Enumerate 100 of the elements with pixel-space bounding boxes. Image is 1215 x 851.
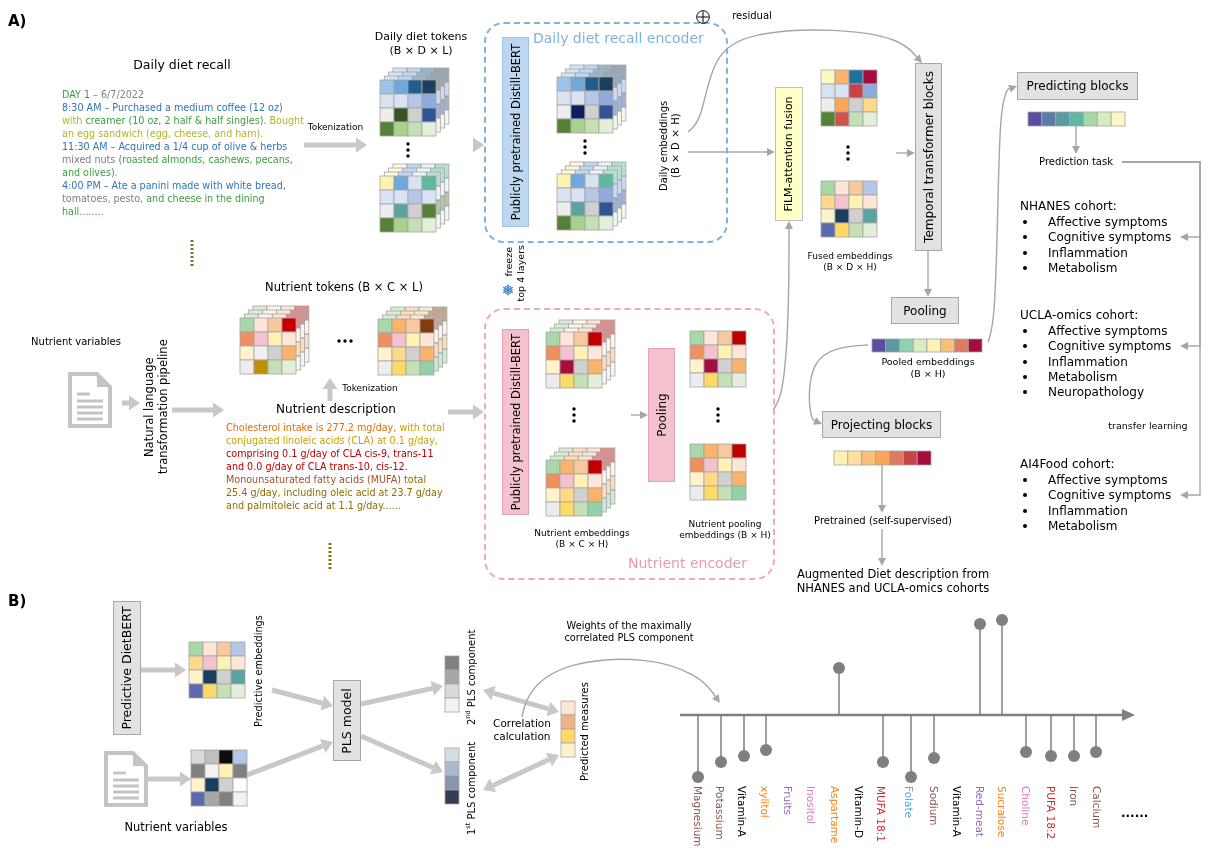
list-item: Affective symptoms: [1048, 215, 1168, 230]
process-box: [822, 411, 941, 438]
list-item: Affective symptoms: [1048, 473, 1168, 488]
part-label: Nutrient variables: [124, 820, 228, 835]
block-label: Projecting blocks: [830, 417, 933, 432]
node-label: Predictive embeddings: [253, 614, 265, 729]
node-label: Correlation calculation: [492, 717, 552, 743]
category-label: Inositol: [803, 786, 817, 825]
model-block: [113, 601, 141, 735]
block-label: Temporal transformer blocks: [921, 71, 936, 243]
cohort-title: AI4Food cohort:: [1020, 457, 1115, 472]
category-label: Aspartame: [827, 786, 841, 844]
node-label: Pooled embeddings (B × H): [880, 356, 976, 380]
arrow: [122, 395, 140, 411]
arrow: [141, 662, 186, 678]
panel-letter: A): [8, 12, 27, 31]
node-label: Nutrient pooling embeddings (B × H): [678, 519, 772, 542]
note: freeze: [503, 247, 515, 277]
diet-recall-text: 8:30 AM – Purchased a medium coffee (12 oz) with creamer (10 oz, 2 half & half singles). Bought an egg sandwich (egg, cheese, and ham).: [62, 101, 304, 140]
list-item: Inflammation: [1048, 245, 1128, 260]
encoder-panel: [484, 22, 728, 243]
category-label: Vitamin-A: [949, 786, 963, 837]
arrow: [271, 687, 333, 711]
arrow: [483, 752, 559, 793]
category-label: Potassium: [712, 786, 726, 840]
heading: Nutrient variables: [30, 336, 122, 349]
arrow: [172, 402, 224, 418]
category-label: Red-meat: [972, 786, 986, 837]
arrow: [924, 250, 932, 297]
heading: Daily diet recall: [132, 57, 232, 73]
arrow: [630, 411, 648, 419]
node-label: Pretrained (self-supervised): [814, 514, 952, 528]
node-label: Daily diet tokens (B × D × L): [373, 30, 469, 58]
category-label: PUFA 18:2: [1043, 786, 1057, 840]
heading: Nutrient description: [275, 402, 397, 417]
pipeline-label: Natural language transformation pipeline: [141, 338, 171, 477]
embedding-grid: [191, 750, 247, 806]
node-label: Daily embeddings (B × D × H): [657, 99, 682, 194]
model-block: [333, 680, 361, 761]
arrow: [360, 681, 443, 707]
category-label: Sodium: [926, 786, 940, 826]
diet-recall-text: DAY 1 – 6/7/2022: [62, 88, 146, 101]
category-label: Iron: [1066, 786, 1080, 807]
diet-recall-text: 11:30 AM – Acquired a 1/4 cup of olive & herbs mixed nuts (roasted almonds, cashews, pecans, and olives).: [62, 140, 294, 179]
arrow: [246, 738, 333, 778]
list-item: Affective symptoms: [1048, 324, 1168, 339]
category-label: Vitamin-A: [734, 786, 748, 837]
arrow: [808, 344, 869, 425]
block-label: Pooling: [903, 303, 947, 318]
transformer-block: [915, 63, 942, 251]
list-item: Metabolism: [1048, 370, 1118, 385]
block-label: Pooling: [654, 393, 669, 437]
block-label: PLS model: [339, 687, 355, 754]
block-label: Publicly pretrained Distill-BERT: [508, 333, 523, 511]
list-item: Cognitive symptoms: [1048, 230, 1172, 245]
block-label: Predictive DietBERT: [119, 606, 135, 730]
category-label: Folate: [901, 786, 915, 819]
arrow: [772, 221, 793, 411]
list-item: Cognitive symptoms: [1048, 488, 1172, 503]
category-label: Magnesium: [690, 786, 704, 847]
arrow: [448, 404, 484, 420]
node-label: Nutrient embeddings (B × C × H): [533, 528, 631, 551]
node-label: Nutrient tokens (B × C × L): [264, 280, 424, 295]
block-label: Publicly pretrained Distill-BERT: [508, 43, 523, 221]
panel-letter: B): [8, 592, 27, 611]
model-block: [502, 329, 529, 515]
category-label: xylitol: [757, 786, 771, 818]
embedding-bar: [1028, 112, 1125, 126]
arrow: [322, 378, 338, 401]
process-box: [891, 297, 959, 324]
panel-title: Daily diet recall encoder: [533, 30, 704, 48]
list-item: Inflammation: [1048, 503, 1128, 518]
arrow: [1121, 161, 1201, 499]
arrow: [148, 771, 191, 787]
arrow: [895, 149, 915, 157]
arrow: [687, 29, 922, 133]
cohort-title: NHANES cohort:: [1020, 199, 1117, 214]
category-label: Sucralose: [994, 786, 1008, 838]
node-label: Augmented Diet description from NHANES and UCLA-omics cohorts: [795, 567, 991, 596]
embedding-bar: [834, 451, 931, 465]
block-label: FiLM-attention fusion: [782, 96, 796, 212]
arrow: [360, 733, 443, 775]
arrow: [687, 148, 775, 156]
arrow: [521, 658, 720, 718]
node-label: Prediction task: [1039, 155, 1113, 169]
category-label: Vitamin-D: [851, 786, 865, 839]
encoder-panel: [484, 308, 775, 580]
fusion-block: [775, 87, 803, 221]
ellipsis: ......: [1121, 806, 1149, 821]
category-label: Calcium: [1089, 786, 1103, 829]
list-item: Metabolism: [1048, 519, 1118, 534]
process-box: [1017, 72, 1138, 100]
pooling-block: [648, 348, 675, 482]
list-item: Neuropathology: [1048, 385, 1144, 400]
list-item: Cognitive symptoms: [1048, 339, 1172, 354]
nutrient-description-text: Cholesterol intake is 277.2 mg/day, with total conjugated linoleic acids (CLA) at 0.1 g/day, comprising 0.1 g/day of CLA cis-9, trans-11 and 0.0 g/day of CLA trans-10, cis-12. Monounsaturated fatty acids (MUFA) total 25.4 g/day, including oleic acid at 23.7 g/day and palmitoleic acid at 1.1 g/day......: [226, 421, 446, 512]
diet-recall-text: 4:00 PM – Ate a panini made with white bread, tomatoes, pesto, and cheese in the dining hall........: [62, 179, 287, 218]
block-label: Predicting blocks: [1026, 78, 1129, 94]
arrow: [1072, 125, 1080, 154]
category-label: Fruits: [780, 786, 794, 815]
